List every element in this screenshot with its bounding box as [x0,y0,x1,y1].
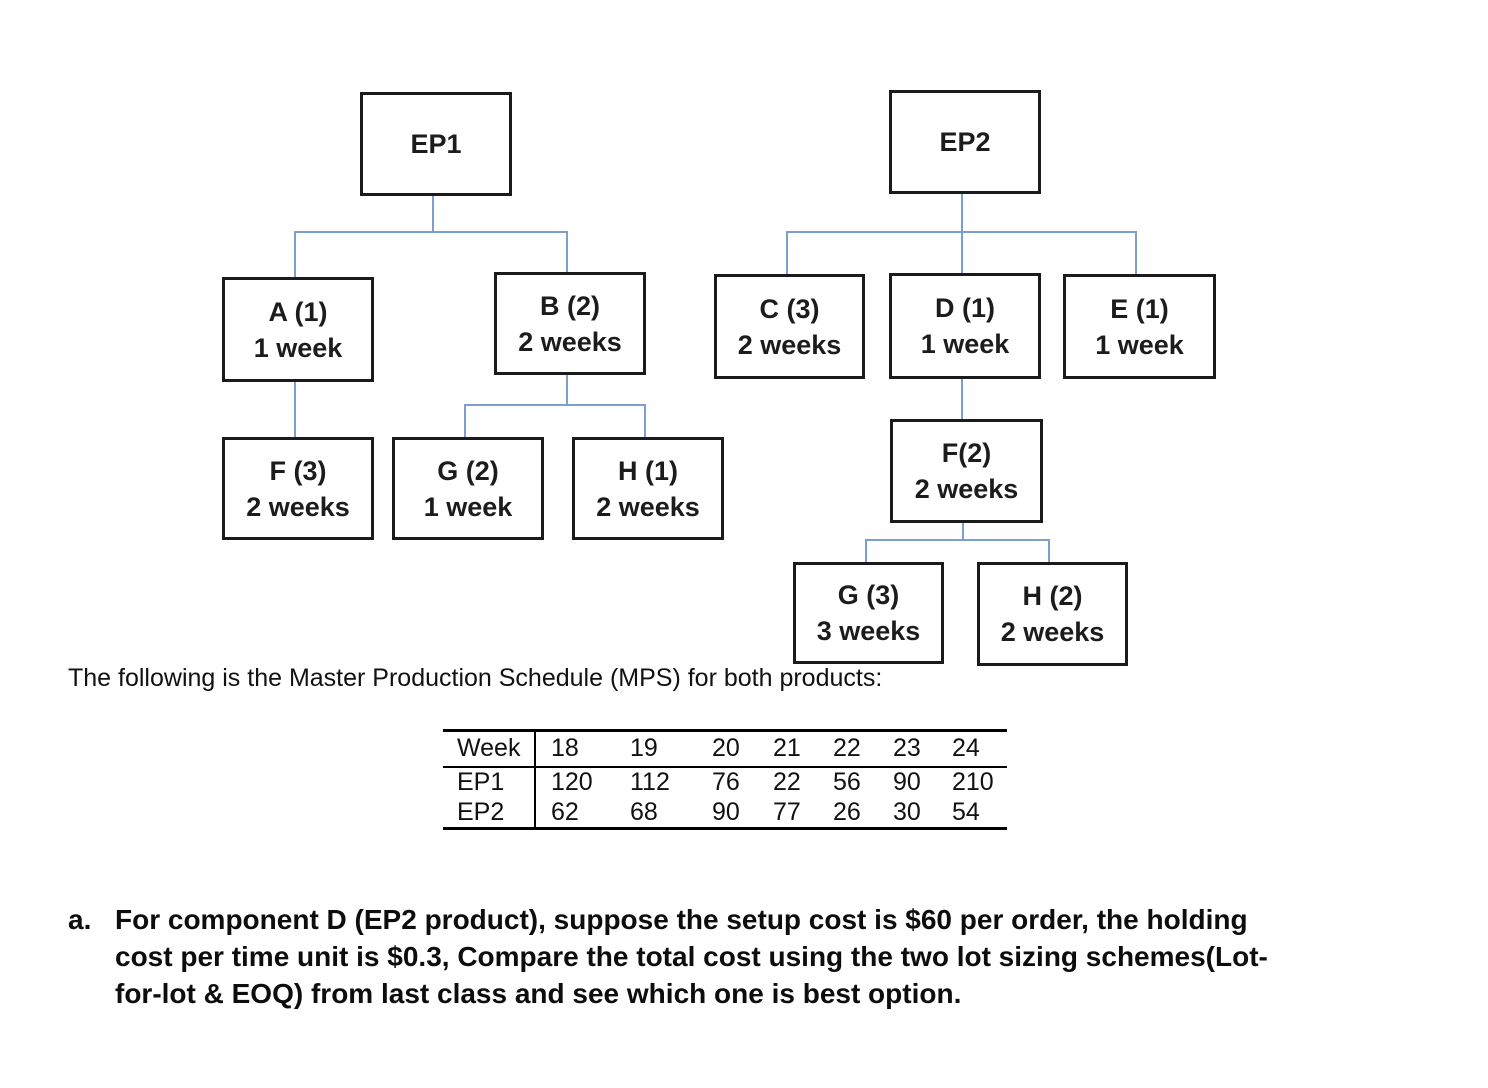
connector-line [566,231,568,272]
bom-node-e: E (1) 1 week [1063,274,1216,379]
bom-node-f-ep1: F (3) 2 weeks [222,437,374,540]
bom-node-g-ep1: G (2) 1 week [392,437,544,540]
connector-line [294,231,568,233]
bom-node-title: B (2) [540,290,600,321]
mps-row-label: EP1 [443,766,536,798]
connector-line [1135,231,1137,274]
connector-line [961,231,963,273]
bom-node-leadtime: 2 weeks [914,474,1019,504]
mps-week-cell: 23 [878,730,937,768]
mps-value-cell: 56 [833,768,861,796]
mps-value-cell: 54 [952,797,980,826]
mps-week-cell: 21 [758,730,818,768]
mps-value-cell: 62 [551,797,579,826]
bom-node-leadtime: 2 weeks [737,329,842,360]
mps-week-cell: 22 [818,730,878,768]
mps-header-row: Week 18 19 20 21 22 23 24 [443,730,1007,768]
question-line: cost per time unit is $0.3, Compare the … [115,941,1268,972]
bom-node-title: E (1) [1110,293,1169,324]
connector-line [566,369,568,406]
mps-week-cell: 20 [697,730,758,768]
question-text: For component D (EP2 product), suppose t… [115,901,1268,1012]
connector-line [464,404,466,437]
connector-line [961,188,963,233]
mps-week-cell: 18 [535,730,615,768]
connector-line [962,517,964,541]
bom-node-ep1: EP1 [360,92,512,196]
bom-node-leadtime: 2 weeks [1000,617,1105,647]
connector-line [865,539,867,562]
connector-line [464,404,646,406]
mps-value-cell: 210 [952,768,994,796]
bom-node-leadtime: 2 weeks [518,326,622,357]
bom-node-d: D (1) 1 week [889,273,1041,379]
bom-node-title: A (1) [268,296,328,327]
bom-node-h-ep1: H (1) 2 weeks [572,437,724,540]
mps-ep2-row: EP2 62 68 90 77 26 30 54 [443,797,1007,829]
bom-node-leadtime: 1 week [920,329,1010,359]
connector-line [786,231,788,274]
mps-value-cell: 68 [630,797,658,826]
connector-line [865,539,1050,541]
bom-node-b: B (2) 2 weeks [494,272,646,375]
bom-node-title: EP2 [939,127,991,157]
bom-node-title: G (2) [437,455,499,486]
bom-node-title: D (1) [935,293,995,323]
bom-node-h-ep2: H (2) 2 weeks [977,562,1128,666]
connector-line [1048,539,1050,562]
mps-value-cell: 90 [893,768,921,796]
mps-header-week-label: Week [443,730,536,768]
bom-node-leadtime: 3 weeks [816,616,921,646]
connector-line [644,404,646,437]
bom-node-ep2: EP2 [889,90,1041,194]
bom-node-title: F (3) [269,455,327,486]
connector-line [961,373,963,419]
question-marker: a. [68,904,92,935]
mps-value-cell: 112 [630,768,670,796]
connector-line [432,190,434,233]
bom-node-title: C (3) [759,293,820,324]
bom-node-leadtime: 2 weeks [246,491,350,522]
mps-week-cell: 19 [615,730,697,768]
bom-node-leadtime: 1 week [423,491,513,522]
mps-row-label: EP2 [443,797,536,829]
mps-value-cell: 120 [551,768,593,796]
bom-node-a: A (1) 1 week [222,277,374,382]
mps-value-cell: 26 [833,797,861,826]
connector-line [294,376,296,437]
bom-node-g-ep2: G (3) 3 weeks [793,562,944,664]
bom-node-title: EP1 [410,129,462,159]
bom-node-c: C (3) 2 weeks [714,274,865,379]
bom-node-leadtime: 1 week [253,332,343,363]
bom-node-f-ep2: F(2) 2 weeks [890,419,1043,523]
bom-node-title: G (3) [837,580,900,610]
mps-value-cell: 77 [773,797,801,826]
mps-value-cell: 90 [712,797,740,826]
bom-node-title: H (2) [1022,581,1083,611]
question-line: for-lot & EOQ) from last class and see w… [115,978,962,1009]
bom-node-leadtime: 2 weeks [596,491,700,522]
connector-line [294,231,296,277]
bom-node-leadtime: 1 week [1095,329,1184,360]
question-item-a: a. For component D (EP2 product), suppos… [68,901,1268,1012]
mps-value-cell: 30 [893,797,921,826]
mps-week-cell: 24 [937,730,1007,768]
mps-table: Week 18 19 20 21 22 23 24 EP1 120 112 76… [443,729,1007,830]
question-line: For component D (EP2 product), suppose t… [115,904,1248,935]
mps-intro-text: The following is the Master Production S… [68,664,883,692]
mps-ep1-row: EP1 120 112 76 22 56 90 210 [443,766,1007,798]
mps-value-cell: 22 [773,768,801,796]
bom-node-title: H (1) [618,455,678,486]
bom-node-title: F(2) [941,438,992,468]
mps-value-cell: 76 [712,768,740,796]
